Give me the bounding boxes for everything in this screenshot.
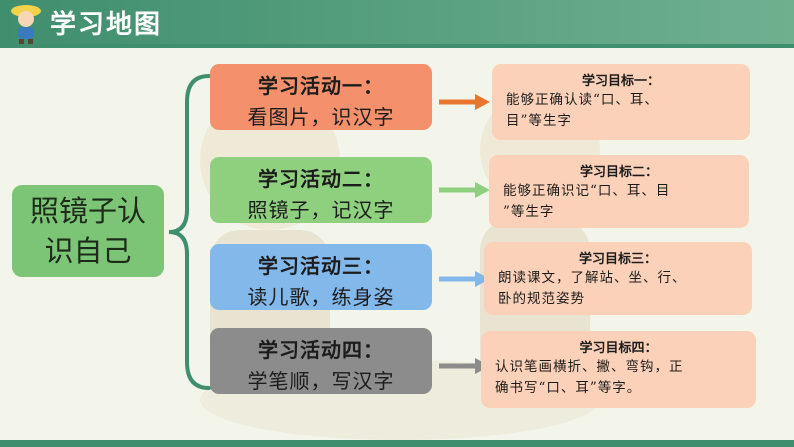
goal-line: ”等生字 <box>503 204 555 220</box>
goal-text-3: 朗读课文，了解站、坐、行、 卧的规范姿势 <box>484 267 752 310</box>
goal-box-4: 学习目标四： 认识笔画横折、撇、弯钩，正 确书写“口、耳”等字。 <box>481 331 756 408</box>
central-topic: 照镜子认 识自己 <box>12 185 164 277</box>
central-topic-line2: 识自己 <box>44 234 132 268</box>
goal-title-2: 学习目标二： <box>579 165 658 180</box>
goal-title-1: 学习目标一： <box>581 74 660 89</box>
activity-title-1: 学习活动一： <box>258 74 384 98</box>
central-topic-line1: 照镜子认 <box>29 194 146 228</box>
footer-divider <box>0 440 794 447</box>
activity-title-4: 学习活动四： <box>258 338 384 362</box>
goal-line: 确书写“口、耳”等字。 <box>495 380 642 396</box>
goal-box-1: 学习目标一： 能够正确认读“口、耳、 目”等生字 <box>492 64 750 140</box>
activity-box-4: 学习活动四： 学笔顺，写汉字 <box>210 328 432 394</box>
activity-box-2: 学习活动二： 照镜子，记汉字 <box>210 157 432 223</box>
activity-title-3: 学习活动三： <box>258 254 384 278</box>
goal-title-4: 学习目标四： <box>579 341 658 356</box>
header-divider <box>0 44 794 48</box>
activity-desc-2: 照镜子，记汉字 <box>247 198 395 222</box>
activity-box-1: 学习活动一： 看图片，识汉字 <box>210 64 432 130</box>
page-title: 学习地图 <box>50 10 163 40</box>
activity-desc-1: 看图片，识汉字 <box>247 105 395 129</box>
curly-brace <box>168 74 211 390</box>
goal-line: 目”等生字 <box>506 113 572 129</box>
goal-title-3: 学习目标三： <box>578 252 657 267</box>
activity-title-2: 学习活动二： <box>258 167 384 191</box>
goal-text-4: 认识笔画横折、撇、弯钩，正 确书写“口、耳”等字。 <box>481 356 756 399</box>
arrow-right-icon <box>439 271 490 287</box>
goal-line: 能够正确认读“口、耳、 <box>506 92 659 108</box>
activity-desc-3: 读儿歌，练身姿 <box>247 285 395 309</box>
arrow-right-icon <box>439 94 490 110</box>
activity-desc-4: 学笔顺，写汉字 <box>247 369 395 393</box>
header-bar <box>0 0 794 44</box>
goal-box-2: 学习目标二： 能够正确识记“口、耳、目 ”等生字 <box>489 155 749 228</box>
goal-line: 卧的规范姿势 <box>498 291 585 307</box>
arrow-right-icon <box>439 182 490 198</box>
goal-text-2: 能够正确识记“口、耳、目 ”等生字 <box>489 180 749 223</box>
goal-line: 能够正确识记“口、耳、目 <box>503 183 671 199</box>
mascot-icon <box>11 5 41 45</box>
goal-text-1: 能够正确认读“口、耳、 目”等生字 <box>492 89 750 132</box>
activity-box-3: 学习活动三： 读儿歌，练身姿 <box>210 244 432 310</box>
goal-line: 认识笔画横折、撇、弯钩，正 <box>495 359 684 375</box>
goal-line: 朗读课文，了解站、坐、行、 <box>498 270 687 286</box>
goal-box-3: 学习目标三： 朗读课文，了解站、坐、行、 卧的规范姿势 <box>484 242 752 315</box>
